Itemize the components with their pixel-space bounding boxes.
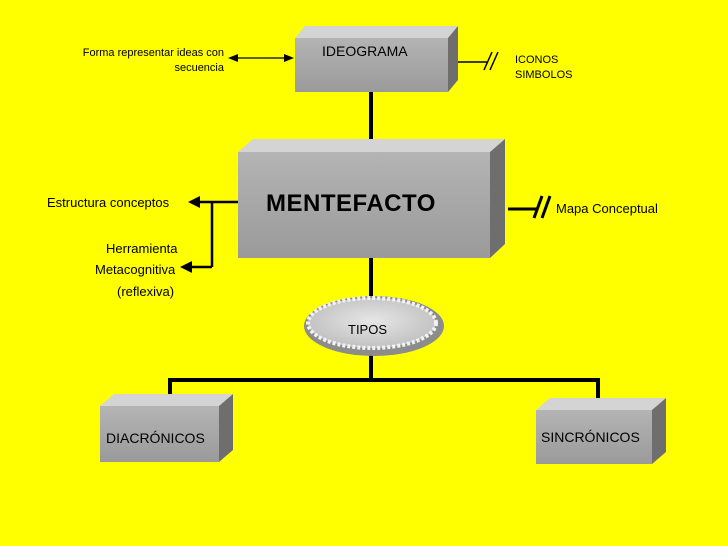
ideograma-box <box>295 26 458 92</box>
estructura-note: Estructura conceptos <box>47 195 170 210</box>
forma-note-line-1: Forma representar ideas con <box>82 47 224 59</box>
herramienta-note-line-1: Herramienta <box>106 241 178 256</box>
sincronicos-box <box>536 398 666 464</box>
mapa-conceptual-note: Mapa Conceptual <box>556 201 658 216</box>
herramienta-note-line-3: (reflexiva) <box>117 284 175 299</box>
iconos-note-line-2: SIMBOLOS <box>515 69 573 81</box>
herramienta-note-line-2: Metacognitiva <box>95 262 176 277</box>
arrows <box>180 54 294 273</box>
ideograma-label: IDEOGRAMA <box>322 43 408 59</box>
exclusion-marks <box>483 51 552 219</box>
exclusion-slash-mid-2 <box>540 195 552 219</box>
estructura-arrow-head <box>188 196 200 208</box>
mentefacto-label: MENTEFACTO <box>266 190 436 217</box>
diacronicos-label: DIACRÓNICOS <box>106 430 205 446</box>
mentefacto-box <box>238 139 505 258</box>
forma-note-line-2: secuencia <box>174 62 224 74</box>
tipos-label: TIPOS <box>348 322 388 337</box>
double-arrow-head-right <box>284 54 294 62</box>
exclusion-slash-top-1 <box>483 51 493 71</box>
sincronicos-label: SINCRÓNICOS <box>541 429 640 445</box>
iconos-note-line-1: ICONOS <box>515 54 559 66</box>
exclusion-slash-mid-1 <box>532 195 544 219</box>
herramienta-arrow-head <box>180 261 192 273</box>
double-arrow-head-left <box>228 54 238 62</box>
tipos-oval <box>304 296 444 356</box>
exclusion-slash-top-2 <box>489 51 499 71</box>
diacronicos-box <box>100 394 233 462</box>
